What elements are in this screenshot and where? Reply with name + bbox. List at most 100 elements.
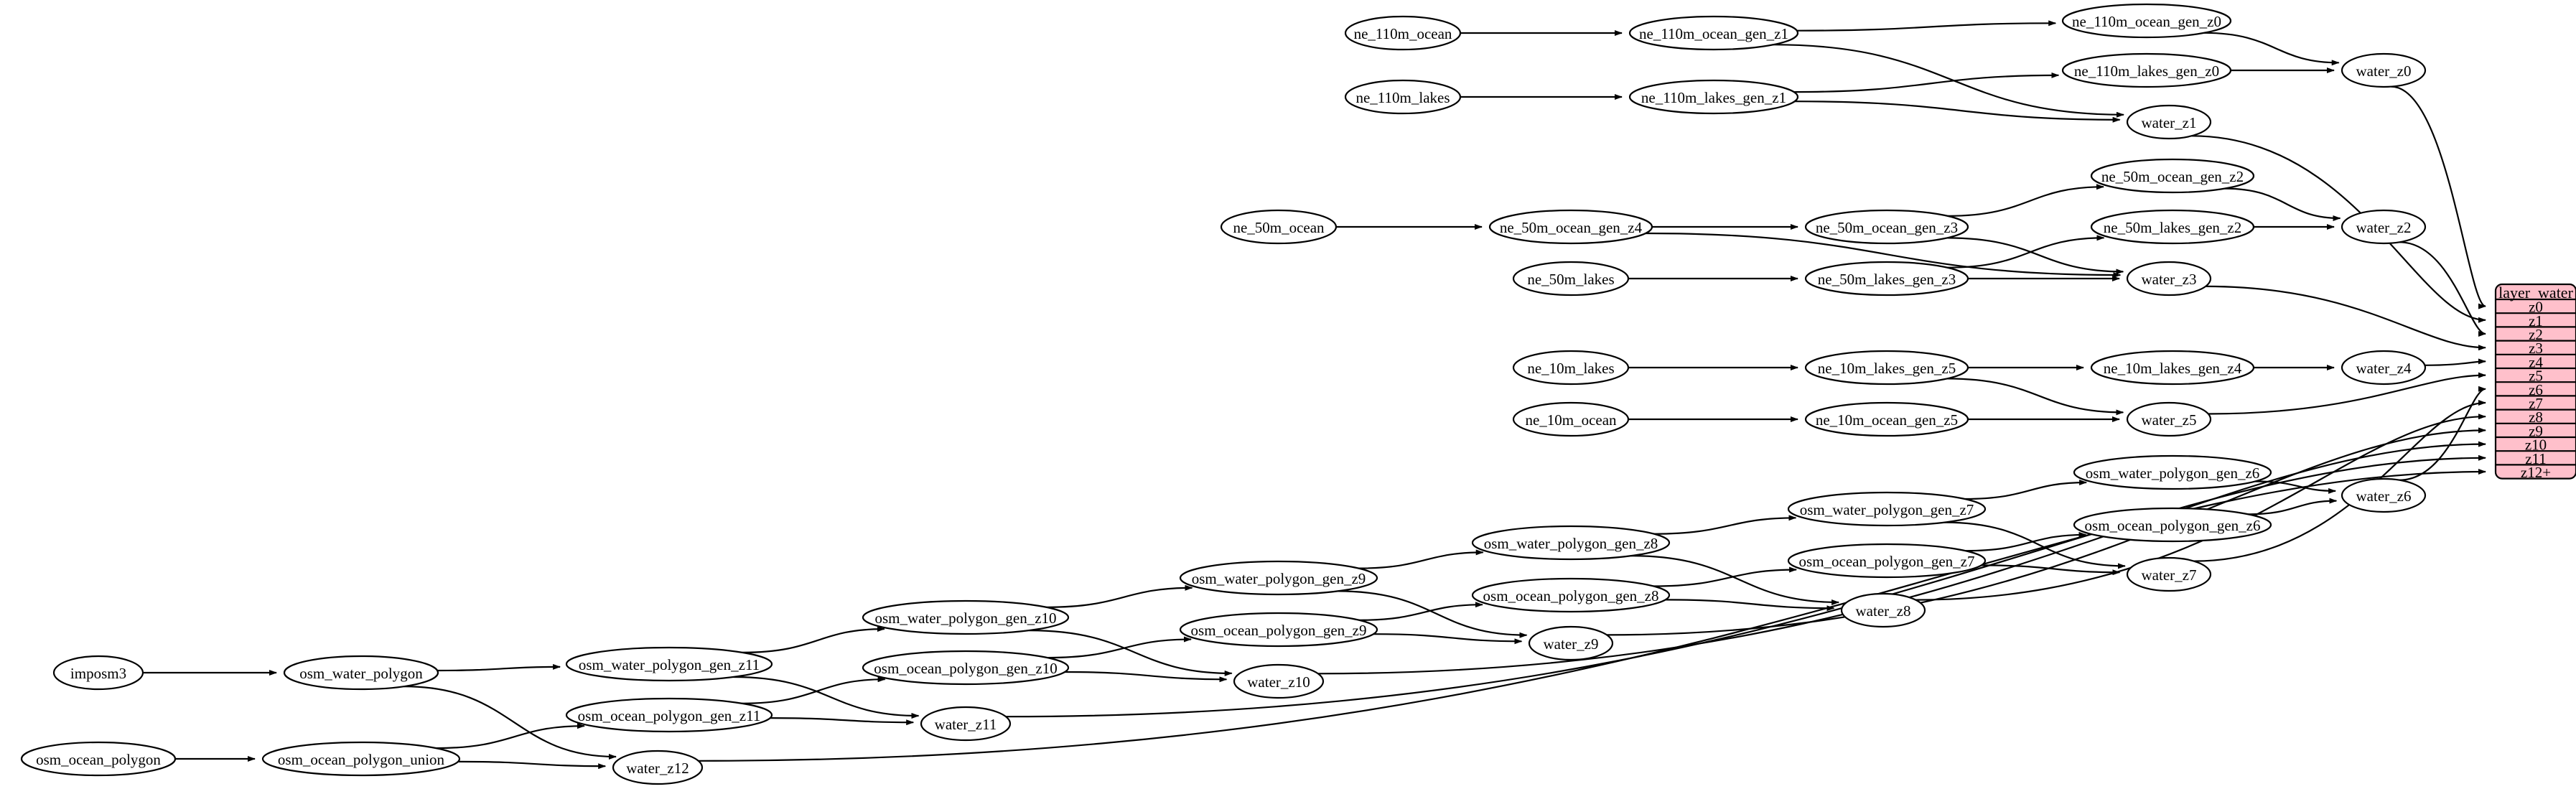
graph-edge: [1946, 378, 2124, 416]
node-ellipse: [1628, 15, 1799, 51]
graph-node-water_z3[interactable]: water_z3: [2126, 261, 2212, 297]
node-label: water_z11: [935, 716, 997, 733]
graph-node-water_z2[interactable]: water_z2: [2341, 209, 2427, 245]
node-label: osm_ocean_polygon_gen_z6: [2085, 517, 2261, 534]
graph-node-ne_50m_ocean_gen_z4[interactable]: ne_50m_ocean_gen_z4: [1488, 209, 1653, 245]
node-label: water_z6: [2356, 487, 2412, 505]
node-ellipse: [2126, 104, 2212, 140]
table-row-z0[interactable]: z0: [2529, 299, 2543, 316]
graph-node-osm_water_polygon_gen_z8[interactable]: osm_water_polygon_gen_z8: [1471, 525, 1671, 561]
graph-node-osm_water_polygon_gen_z10[interactable]: osm_water_polygon_gen_z10: [862, 599, 1070, 635]
node-ellipse: [2341, 209, 2427, 245]
graph-node-osm_ocean_polygon[interactable]: osm_ocean_polygon: [20, 741, 177, 777]
graph-node-ne_10m_ocean_gen_z5[interactable]: ne_10m_ocean_gen_z5: [1804, 401, 1969, 437]
graph-node-ne_110m_ocean[interactable]: ne_110m_ocean: [1344, 15, 1462, 51]
graph-node-osm_ocean_polygon_gen_z8[interactable]: osm_ocean_polygon_gen_z8: [1471, 577, 1671, 613]
table-row-z6[interactable]: z6: [2529, 381, 2543, 398]
node-ellipse: [1233, 663, 1325, 699]
graph-edge: [1981, 564, 2121, 576]
node-ellipse: [1804, 350, 1969, 386]
graph-edge: [2224, 187, 2341, 221]
graph-node-ne_50m_ocean_gen_z2[interactable]: ne_50m_ocean_gen_z2: [2090, 158, 2255, 194]
table-row-z9[interactable]: z9: [2529, 422, 2543, 439]
graph-node-ne_110m_lakes[interactable]: ne_110m_lakes: [1344, 79, 1462, 115]
graph-node-osm_ocean_polygon_union[interactable]: osm_ocean_polygon_union: [261, 741, 461, 777]
graph-node-ne_10m_lakes_gen_z5[interactable]: ne_10m_lakes_gen_z5: [1804, 350, 1969, 386]
graph-node-ne_110m_lakes_gen_z0[interactable]: ne_110m_lakes_gen_z0: [2061, 52, 2232, 88]
graph-node-water_z1[interactable]: water_z1: [2126, 104, 2212, 140]
node-label: water_z2: [2356, 219, 2412, 236]
graph-edge-to-table: [2206, 285, 2486, 351]
graph-node-ne_50m_ocean[interactable]: ne_50m_ocean: [1220, 209, 1338, 245]
graph-node-water_z4[interactable]: water_z4: [2341, 350, 2427, 386]
node-label: imposm3: [70, 665, 126, 682]
graph-node-water_z7[interactable]: water_z7: [2126, 556, 2212, 592]
graph-node-water_z10[interactable]: water_z10: [1233, 663, 1325, 699]
graph-node-osm_ocean_polygon_gen_z7[interactable]: osm_ocean_polygon_gen_z7: [1787, 543, 1987, 579]
graph-node-osm_water_polygon_gen_z6[interactable]: osm_water_polygon_gen_z6: [2073, 454, 2272, 490]
graph-node-water_z5[interactable]: water_z5: [2126, 401, 2212, 437]
table-row-z3[interactable]: z3: [2529, 340, 2543, 357]
graph-edge-to-table: [2399, 241, 2486, 337]
node-ellipse: [261, 741, 461, 777]
node-label: osm_ocean_polygon_gen_z11: [578, 707, 761, 724]
graph-edge: [437, 663, 561, 672]
graph-edge: [1358, 549, 1484, 569]
graph-edge: [1064, 671, 1228, 683]
graph-node-osm_water_polygon_gen_z11[interactable]: osm_water_polygon_gen_z11: [565, 646, 773, 682]
graph-node-osm_water_polygon[interactable]: osm_water_polygon: [283, 655, 439, 691]
table-row-z4[interactable]: z4: [2529, 353, 2543, 370]
graph-edge: [1631, 555, 1840, 605]
node-label: osm_water_polygon_gen_z7: [1800, 501, 1974, 518]
graph-node-ne_50m_ocean_gen_z3[interactable]: ne_50m_ocean_gen_z3: [1804, 209, 1969, 245]
node-label: ne_50m_ocean_gen_z3: [1816, 219, 1958, 236]
table-row-z8[interactable]: z8: [2529, 408, 2543, 426]
node-label: ne_110m_lakes_gen_z0: [2074, 62, 2219, 80]
node-label: water_z7: [2142, 566, 2197, 584]
graph-edge: [1029, 630, 1233, 676]
node-ellipse: [1628, 79, 1799, 115]
graph-edge: [733, 676, 920, 719]
graph-node-osm_ocean_polygon_gen_z9[interactable]: osm_ocean_polygon_gen_z9: [1179, 612, 1378, 648]
graph-node-water_z0[interactable]: water_z0: [2341, 52, 2427, 88]
graph-node-osm_ocean_polygon_gen_z6[interactable]: osm_ocean_polygon_gen_z6: [2073, 507, 2272, 543]
node-ellipse: [1804, 401, 1969, 437]
table-row-z12+[interactable]: z12+: [2521, 464, 2551, 481]
graph-node-water_z9[interactable]: water_z9: [1528, 625, 1614, 661]
graph-edge: [457, 760, 607, 770]
graph-node-osm_water_polygon_gen_z7[interactable]: osm_water_polygon_gen_z7: [1787, 491, 1987, 527]
graph-edge: [742, 676, 886, 704]
table-row-z1[interactable]: z1: [2529, 312, 2543, 330]
graph-node-ne_110m_ocean_gen_z0[interactable]: ne_110m_ocean_gen_z0: [2061, 3, 2232, 39]
table-row-z7[interactable]: z7: [2529, 395, 2543, 412]
graph-node-ne_50m_lakes_gen_z3[interactable]: ne_50m_lakes_gen_z3: [1804, 261, 1969, 297]
graph-node-ne_10m_lakes_gen_z4[interactable]: ne_10m_lakes_gen_z4: [2090, 350, 2255, 386]
node-ellipse: [2090, 158, 2255, 194]
graph-node-osm_ocean_polygon_gen_z11[interactable]: osm_ocean_polygon_gen_z11: [565, 697, 773, 733]
graph-node-ne_110m_lakes_gen_z1[interactable]: ne_110m_lakes_gen_z1: [1628, 79, 1799, 115]
table-row-z2[interactable]: z2: [2529, 326, 2543, 343]
graph-node-imposm3[interactable]: imposm3: [52, 655, 144, 691]
graph-edge: [1373, 633, 1523, 645]
graph-edge: [1793, 72, 2060, 93]
graph-node-ne_50m_lakes_gen_z2[interactable]: ne_50m_lakes_gen_z2: [2090, 209, 2255, 245]
node-label: ne_50m_lakes: [1527, 271, 1614, 288]
graph-node-osm_ocean_polygon_gen_z10[interactable]: osm_ocean_polygon_gen_z10: [862, 650, 1070, 686]
table-row-z5[interactable]: z5: [2529, 368, 2543, 385]
graph-node-ne_50m_lakes[interactable]: ne_50m_lakes: [1512, 261, 1630, 297]
graph-node-water_z12[interactable]: water_z12: [612, 750, 704, 785]
graph-node-water_z11[interactable]: water_z11: [920, 706, 1012, 742]
graph-edge: [1964, 480, 2088, 500]
node-label: osm_ocean_polygon_gen_z9: [1191, 622, 1367, 639]
graph-node-water_z8[interactable]: water_z8: [1840, 592, 1926, 628]
graph-node-ne_10m_lakes[interactable]: ne_10m_lakes: [1512, 350, 1630, 386]
graph-node-ne_110m_ocean_gen_z1[interactable]: ne_110m_ocean_gen_z1: [1628, 15, 1799, 51]
graph-edge: [1653, 515, 1797, 535]
node-label: ne_110m_ocean: [1354, 25, 1452, 42]
graph-node-water_z6[interactable]: water_z6: [2341, 477, 2427, 513]
layer-water-table: layer_waterz0z1z2z3z4z5z6z7z8z9z10z11z12…: [2494, 283, 2576, 481]
node-label: osm_water_polygon: [299, 665, 423, 682]
graph-node-ne_10m_ocean[interactable]: ne_10m_ocean: [1512, 401, 1630, 437]
graph-node-osm_water_polygon_gen_z9[interactable]: osm_water_polygon_gen_z9: [1179, 560, 1378, 596]
node-ellipse: [2090, 209, 2255, 245]
